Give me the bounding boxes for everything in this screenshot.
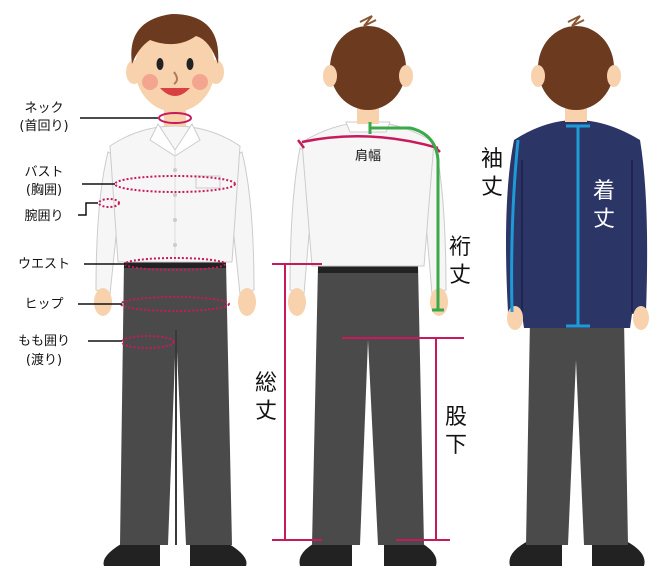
neck-measure-ring: [158, 112, 192, 124]
shoulder-width-line: [301, 134, 439, 150]
label-hip: ヒップ: [24, 297, 63, 312]
label-body-length-1: 着: [593, 179, 615, 204]
label-yuki-1: 裄: [449, 235, 471, 260]
thigh-measure-ring: [121, 335, 175, 349]
arm-measure-ring: [98, 198, 120, 208]
label-yuki-2: 丈: [449, 263, 471, 288]
jacket-figure: 袖 丈 着 丈: [481, 15, 649, 566]
label-total-length-2: 丈: [255, 399, 277, 424]
label-bust: バスト: [24, 165, 63, 180]
front-figure: ネック (首回り) バスト (胸囲) 腕囲り ウエスト ヒップ もも囲り (渡り…: [18, 14, 256, 566]
label-bust-sub: (胸囲): [26, 183, 62, 198]
label-inseam-1: 股: [445, 405, 467, 430]
hip-measure-ring: [120, 296, 230, 312]
label-waist: ウエスト: [18, 257, 70, 272]
sleeve-length-line: [510, 139, 520, 313]
bust-measure-ring: [114, 175, 236, 193]
label-thigh-sub: (渡り): [26, 352, 62, 368]
label-neck: ネック: [24, 101, 63, 116]
waist-measure-ring: [124, 257, 226, 271]
label-sleeve-length-1: 袖: [481, 147, 503, 172]
label-inseam-2: 下: [445, 433, 467, 458]
label-shoulder-width: 肩幅: [355, 148, 381, 164]
label-neck-sub: (首回り): [19, 119, 68, 134]
label-thigh: もも囲り: [18, 334, 70, 349]
sleeve-yuki-line: [370, 126, 440, 310]
label-total-length-1: 総: [255, 371, 277, 396]
label-sleeve-length-2: 丈: [481, 175, 503, 200]
back-figure: 肩幅 裄 丈 総 丈 股 下: [255, 15, 471, 566]
label-arm: 腕囲り: [24, 208, 63, 224]
label-body-length-2: 丈: [593, 207, 615, 232]
